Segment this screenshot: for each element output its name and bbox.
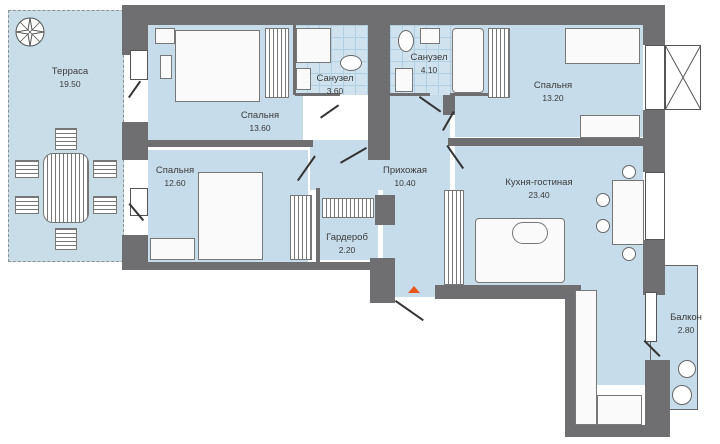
door-entrance[interactable] — [395, 300, 424, 321]
wall-entrance-left — [370, 258, 395, 303]
wall-balcony-corner — [645, 360, 670, 435]
room-area: 19.50 — [59, 79, 81, 89]
room-area: 13.60 — [249, 123, 271, 133]
desk-bedroom-2 — [580, 115, 640, 138]
room-name: Кухня-гостиная — [505, 177, 573, 188]
wall-right-mid — [643, 110, 665, 172]
plant-icon — [15, 17, 45, 47]
room-name: Спальня — [155, 165, 195, 176]
wall-right-top — [643, 5, 665, 45]
room-area: 10.40 — [394, 178, 416, 188]
dining-table — [612, 180, 644, 245]
nightstand — [155, 28, 175, 44]
hallway-upper-floor — [390, 95, 450, 145]
dining-chair — [596, 193, 610, 207]
entrance-triangle-icon — [408, 286, 420, 293]
bed-bedroom-1 — [175, 30, 260, 102]
room-area: 2.20 — [338, 245, 356, 255]
wall-left-top — [122, 5, 148, 55]
wardrobe-bedroom-1 — [265, 28, 289, 98]
washing-machine — [395, 68, 413, 92]
door-terrace-1[interactable] — [128, 80, 141, 98]
sink — [420, 28, 440, 44]
wall-bottom-right — [565, 425, 670, 437]
room-label-balcony: Балкон 2.80 — [670, 312, 702, 336]
dining-chair — [596, 219, 610, 233]
wall-bottom-left — [122, 262, 372, 270]
door-bathroom-1[interactable] — [320, 104, 339, 119]
terrace-chair — [55, 228, 77, 250]
wall-top — [122, 5, 652, 25]
wardrobe-rack — [322, 198, 374, 218]
room-label-bathroom-1: Санузел 3.60 — [316, 73, 353, 97]
wall-bath1-bottom — [295, 93, 340, 96]
shower-tray — [296, 28, 331, 63]
window-kitchen — [645, 172, 665, 240]
coffee-table — [512, 222, 548, 244]
terrace-chair — [93, 196, 117, 214]
room-area: 4.10 — [420, 65, 438, 75]
terrace-table — [43, 153, 89, 223]
balcony-chair — [672, 385, 692, 405]
nightstand — [160, 55, 172, 79]
room-label-bedroom-3: Спальня 12.60 — [156, 165, 194, 189]
bed-bedroom-3 — [198, 172, 263, 260]
wall-wardrobe-left — [316, 188, 320, 262]
room-name: Прихожая — [382, 165, 428, 176]
toilet — [340, 55, 362, 71]
wall-stub — [443, 95, 455, 115]
wall-bath1-left — [293, 25, 296, 95]
desk-bedroom-3 — [150, 238, 195, 260]
window-bedroom-3 — [130, 188, 148, 216]
bathtub — [452, 28, 484, 93]
bed-bedroom-2 — [565, 28, 640, 64]
room-label-bedroom-1: Спальня 13.60 — [241, 110, 279, 134]
window-shutter-icon — [665, 45, 701, 110]
room-name: Спальня — [240, 110, 280, 121]
room-area: 2.80 — [677, 325, 695, 335]
room-area: 13.20 — [542, 93, 564, 103]
room-name: Балкон — [670, 312, 702, 323]
room-area: 23.40 — [528, 190, 550, 200]
room-label-bedroom-2: Спальня 13.20 — [534, 80, 572, 104]
wall-bath2-bottom-right — [450, 93, 488, 96]
wall-bottom-mid — [435, 285, 580, 299]
dining-chair — [622, 247, 636, 261]
wall-left-mid — [122, 122, 148, 160]
dining-chair — [622, 165, 636, 179]
room-area: 3.60 — [326, 86, 344, 96]
window-bedroom-1 — [130, 50, 148, 80]
room-name: Санузел — [410, 52, 448, 63]
terrace-chair — [55, 128, 77, 150]
room-name: Санузел — [316, 73, 354, 84]
wall-bath2-bottom — [390, 93, 430, 96]
wardrobe-bedroom-2 — [488, 28, 510, 98]
sink — [296, 68, 311, 90]
room-label-kitchen-living: Кухня-гостиная 23.40 — [505, 177, 572, 201]
wall-wardrobe-right — [375, 195, 395, 225]
room-label-wardrobe: Гардероб 2.20 — [326, 232, 368, 256]
room-label-terrace: Терраса 19.50 — [52, 66, 88, 90]
wall-right-lower — [643, 240, 665, 295]
wall-center-column — [368, 25, 390, 160]
terrace-chair — [15, 196, 39, 214]
window-kitchen-balcony — [645, 292, 657, 342]
wardrobe-hallway — [444, 190, 464, 285]
kitchen-counter — [575, 290, 597, 425]
kitchen-counter-corner — [597, 395, 642, 425]
wall-kitchen-top — [448, 138, 643, 146]
room-label-hallway: Прихожая 10.40 — [383, 165, 427, 189]
room-name: Гардероб — [326, 232, 368, 243]
room-label-bathroom-2: Санузел 4.10 — [410, 52, 447, 76]
room-area: 12.60 — [164, 178, 186, 188]
terrace-chair — [15, 160, 39, 178]
room-name: Спальня — [533, 80, 573, 91]
terrace-chair — [93, 160, 117, 178]
wardrobe-bedroom-3 — [290, 195, 312, 260]
room-name: Терраса — [51, 66, 89, 77]
toilet — [398, 30, 414, 52]
balcony-table — [678, 360, 696, 378]
window-bedroom-2 — [645, 45, 665, 110]
wall-bedroom-divider — [148, 140, 313, 147]
